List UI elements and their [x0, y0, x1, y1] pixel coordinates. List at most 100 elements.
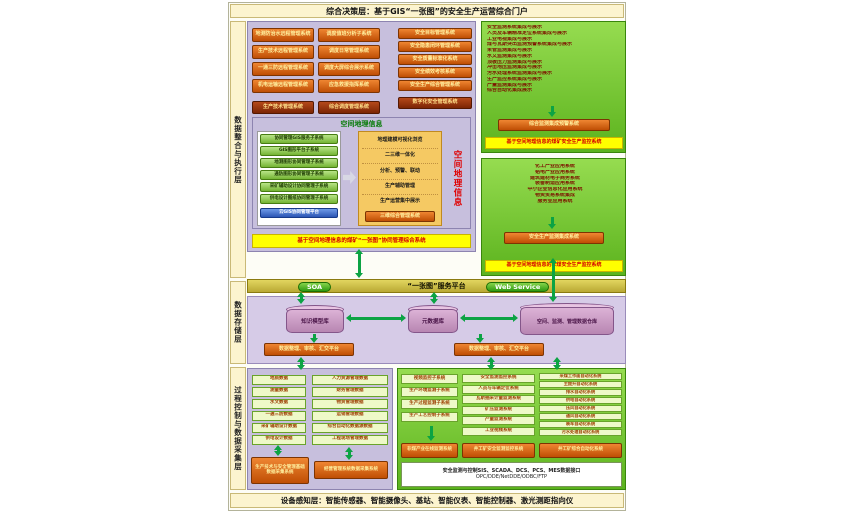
- double-arrow-icon: [430, 292, 439, 304]
- monitor-item: 产量监测集成与展示: [487, 82, 533, 88]
- left-right-arrow-icon: [346, 314, 406, 323]
- data-item-box: 排水自动化系统: [539, 389, 622, 396]
- soa-service-bar: “一张图”服务平台 SOA Web Service: [247, 279, 626, 293]
- video-monitor-column: 视频监控子系统 生产环境监测子系统 生产过程监测子系统 生产工艺控制子系统: [401, 374, 458, 422]
- onemap-platform-label: “一张图”服务平台: [407, 282, 466, 290]
- layer-label-integration: 数据整合与执行层: [230, 21, 246, 278]
- industry-systems-text: 化工产业应用系统 铝电产业应用系统 建筑建材电子商务系统 装备制造应用系统 中小…: [487, 164, 623, 204]
- data-item-box: 工业视频系统: [462, 426, 535, 436]
- data-item-box: 工程现场管理数据: [312, 435, 388, 445]
- data-item-box: 人力资源管理数据: [312, 375, 388, 385]
- layer-label-storage-text: 数据存储层: [233, 301, 243, 344]
- data-item-box: 污水处理自动化系统: [539, 429, 622, 436]
- remote-mgmt-column: 地测防治水远程管理系统 生产技术远程管理系统 一通三防远程管理系统 机电运输远程…: [252, 28, 314, 114]
- 3d-visual-item: 生产辅助管理: [362, 180, 438, 195]
- monitor-item: 综合自动化集成展示: [487, 88, 533, 94]
- 3d-visual-item: 生产运营集中展示: [379, 198, 420, 205]
- system-button: 调度值班分析子系统: [318, 28, 380, 42]
- decision-layer-banner: 综合决策层：基于GIS“一张图”的安全生产运营综合门户: [230, 4, 624, 18]
- safety-monitor-integration-button: 安全生产监测集成系统: [504, 232, 604, 244]
- monitor-item: 冲击地压监测集成与展示: [487, 65, 543, 71]
- layer-label-storage: 数据存储层: [230, 281, 246, 364]
- system-button: 安全隐患闭环管理系统: [398, 41, 472, 52]
- gis-subsystem-button: GIS图形平台子系统: [260, 146, 338, 156]
- data-item-box: 生产环境监测子系统: [401, 386, 458, 397]
- data-item-box: 测量数据: [252, 387, 306, 397]
- double-arrow-icon: [274, 445, 283, 456]
- db-label: 知识模型库: [301, 319, 329, 326]
- coal-onemap-banner: 基于空间地理信息的煤矿“一张图”协同管理综合系统: [252, 234, 471, 248]
- 3d-visual-list: 地理建模可视化浏览 二三维一体化 分析、预警、联动 生产辅助管理 生产运营集中展…: [358, 131, 442, 226]
- business-collect-button: 经营管理系统数据采集系统: [314, 461, 388, 479]
- system-button: 调度日常管理系统: [318, 45, 380, 59]
- spatial-info-side-label-text: 空间地理信息: [452, 149, 462, 207]
- double-arrow-icon: [553, 357, 562, 370]
- double-arrow-icon: [487, 357, 496, 370]
- mine-safety-monitor-button: 井工矿安全监测监控系统: [462, 443, 535, 458]
- gis-subsystem-list: 协同管理GIS服务子系统 GIS图形平台子系统 地测图形协同管理子系统 通防图形…: [257, 131, 341, 226]
- monitor-item: 工业电视集成与展示: [487, 36, 533, 42]
- data-item-box: 物资管理数据: [312, 399, 388, 409]
- spatial-info-side-label: 空间地理信息: [445, 130, 469, 226]
- base-data-panel: 地质数据 测量数据 水文数据 一通三防数据 采矿辅助设计数据 供电设计数据 人力…: [247, 368, 393, 490]
- monitor-systems-text: 安全监测系统集成与展示 人员及车辆精准定位系统集成与展示 工业电视集成与展示 煤…: [487, 25, 623, 94]
- left-right-arrow-icon: [460, 314, 518, 323]
- system-button: 调度大屏综合展示系统: [318, 62, 380, 76]
- data-item-box: 生产工艺控制子系统: [401, 411, 458, 422]
- data-item-box: 生产过程监测子系统: [401, 399, 458, 409]
- system-footer-button: 综合调度管理系统: [318, 101, 380, 114]
- system-button: 机电运输远程管理系统: [252, 79, 314, 93]
- monitor-item: 人员及车辆精准定位系统集成与展示: [487, 30, 568, 36]
- production-collect-button: 生产技术与安全管理基础数据采集系统: [251, 457, 309, 484]
- gis-subsystem-button: 供电设计图纸协同管理子系统: [260, 194, 338, 204]
- 3d-visual-item: 分析、预警、联动: [362, 164, 438, 180]
- data-item-box: 视频监控子系统: [401, 374, 458, 384]
- industry-item: 中小企业信息化应用系统: [527, 187, 583, 192]
- data-item-box: 压风自动化系统: [539, 405, 622, 412]
- data-item-box: 采矿辅助设计数据: [252, 423, 306, 433]
- data-item-box: 主提升自动化系统: [539, 381, 622, 388]
- industry-item: 物资贸易系统集成: [534, 192, 575, 198]
- monitor-item: 顶板压力监测集成与展示: [487, 59, 543, 65]
- down-arrow-icon: [427, 426, 436, 441]
- data-item-box: 地质数据: [252, 375, 306, 385]
- industry-item: 装备制造应用系统: [534, 181, 575, 187]
- data-item-box: 通风自动化系统: [539, 413, 622, 420]
- data-item-box: 采煤工作面自动化系统: [539, 373, 622, 380]
- data-item-box: 瓦斯抽采计量监测系统: [462, 395, 535, 405]
- monitor-item: 安全监测系统集成与展示: [487, 25, 543, 30]
- industry-item: 化工产业应用系统: [534, 164, 575, 169]
- down-arrow-icon: [548, 217, 557, 229]
- down-arrow-icon: [310, 334, 319, 343]
- system-button: 安全绩效考核系统: [398, 67, 472, 78]
- industry-item: 建筑建材电子商务系统: [529, 175, 580, 181]
- decision-layer-title: 综合决策层：基于GIS“一张图”的安全生产运营综合门户: [326, 6, 528, 16]
- automation-column: 采煤工作面自动化系统 主提升自动化系统 排水自动化系统 供电自动化系统 压风自动…: [539, 373, 622, 436]
- knowledge-model-db-cylinder: 知识模型库: [286, 305, 344, 333]
- data-storage-panel: 知识模型库 元数据库 空间、监测、管理数据仓库 数据整理、审核、汇交平台 数据整…: [247, 296, 626, 364]
- gis-subsystem-button: 协同管理GIS服务子系统: [260, 134, 338, 144]
- soa-button: SOA: [298, 282, 332, 292]
- system-button: 应急救援指挥系统: [318, 79, 380, 93]
- noncoal-online-monitor-button: 非煤产业在线监测系统: [401, 443, 458, 458]
- mgmt-data-column: 人力资源管理数据 财务管理数据 物资管理数据 运销管理数据 综合自动化数据源数据…: [312, 375, 388, 445]
- industry-item: 铝电产业应用系统: [534, 169, 575, 175]
- data-item-box: 装车自动化系统: [539, 421, 622, 428]
- double-arrow-icon: [549, 258, 558, 302]
- data-platform-button-left: 数据整理、审核、汇交平台: [264, 343, 354, 356]
- double-arrow-icon: [355, 249, 364, 278]
- monitoring-control-panel: 视频监控子系统 生产环境监测子系统 生产过程监测子系统 生产工艺控制子系统 安全…: [397, 368, 626, 490]
- db-label: 元数据库: [421, 319, 444, 326]
- monitor-item: 束管监测集成与展示: [487, 48, 533, 53]
- data-item-box: 安全监测监控系统: [462, 374, 535, 383]
- monitor-item: 污水处理系统监测集成与展示: [487, 71, 553, 76]
- coal-safety-monitor-panel: 安全监测系统集成与展示 人员及车辆精准定位系统集成与展示 工业电视集成与展示 煤…: [481, 21, 626, 153]
- application-systems-panel: 地测防治水远程管理系统 生产技术远程管理系统 一通三防远程管理系统 机电运输远程…: [247, 21, 476, 252]
- system-button: 生产技术远程管理系统: [252, 45, 314, 59]
- db-label: 空间、监测、管理数据仓库: [536, 318, 597, 325]
- data-interface-box: 安全监测与控制SIS、SCADA、DCS、PCS、MES数据接口 OPC/DDE…: [401, 462, 622, 487]
- system-button: 安全质量标准化系统: [398, 54, 472, 65]
- 3d-visual-item: 二三维一体化: [362, 149, 438, 165]
- down-arrow-icon: [476, 334, 485, 343]
